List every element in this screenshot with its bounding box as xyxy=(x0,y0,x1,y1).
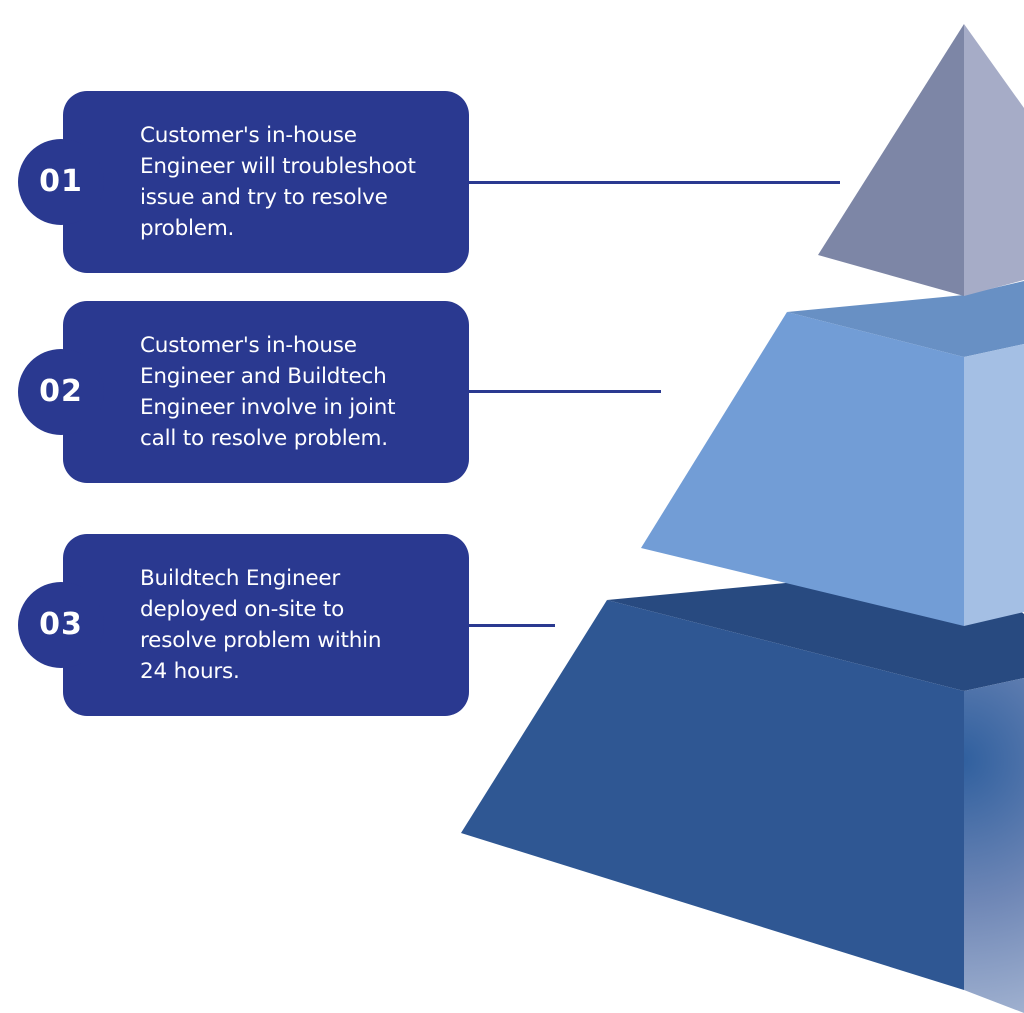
step-description: Customer's in-house Engineer and Buildte… xyxy=(140,333,396,451)
tier-bottom-front-face xyxy=(461,600,964,990)
step-number-badge: 01 xyxy=(18,139,104,225)
step-number-badge: 03 xyxy=(18,582,104,668)
tier-top-left-face xyxy=(818,24,964,296)
pyramid-tier-top xyxy=(818,24,1024,296)
connector-line-01 xyxy=(466,181,840,184)
step-card-02: 02 Customer's in-house Engineer and Buil… xyxy=(18,301,469,483)
tier-middle-top-face xyxy=(787,281,1024,357)
connector-line-03 xyxy=(466,624,555,627)
tier-middle-front-face xyxy=(641,312,964,626)
step-description: Buildtech Engineer deployed on-site to r… xyxy=(140,566,382,684)
tier-middle-side-face xyxy=(964,344,1024,626)
step-card-03: 03 Buildtech Engineer deployed on-site t… xyxy=(18,534,469,716)
tier-bottom-side-face xyxy=(964,678,1024,1013)
pyramid-tier-bottom xyxy=(461,566,1024,1013)
tier-top-right-face xyxy=(964,24,1024,296)
pyramid-tier-middle xyxy=(641,281,1024,626)
step-card-01: 01 Customer's in-house Engineer will tro… xyxy=(18,91,469,273)
connector-line-02 xyxy=(466,390,661,393)
step-number-badge: 02 xyxy=(18,349,104,435)
step-description: Customer's in-house Engineer will troubl… xyxy=(140,123,416,241)
